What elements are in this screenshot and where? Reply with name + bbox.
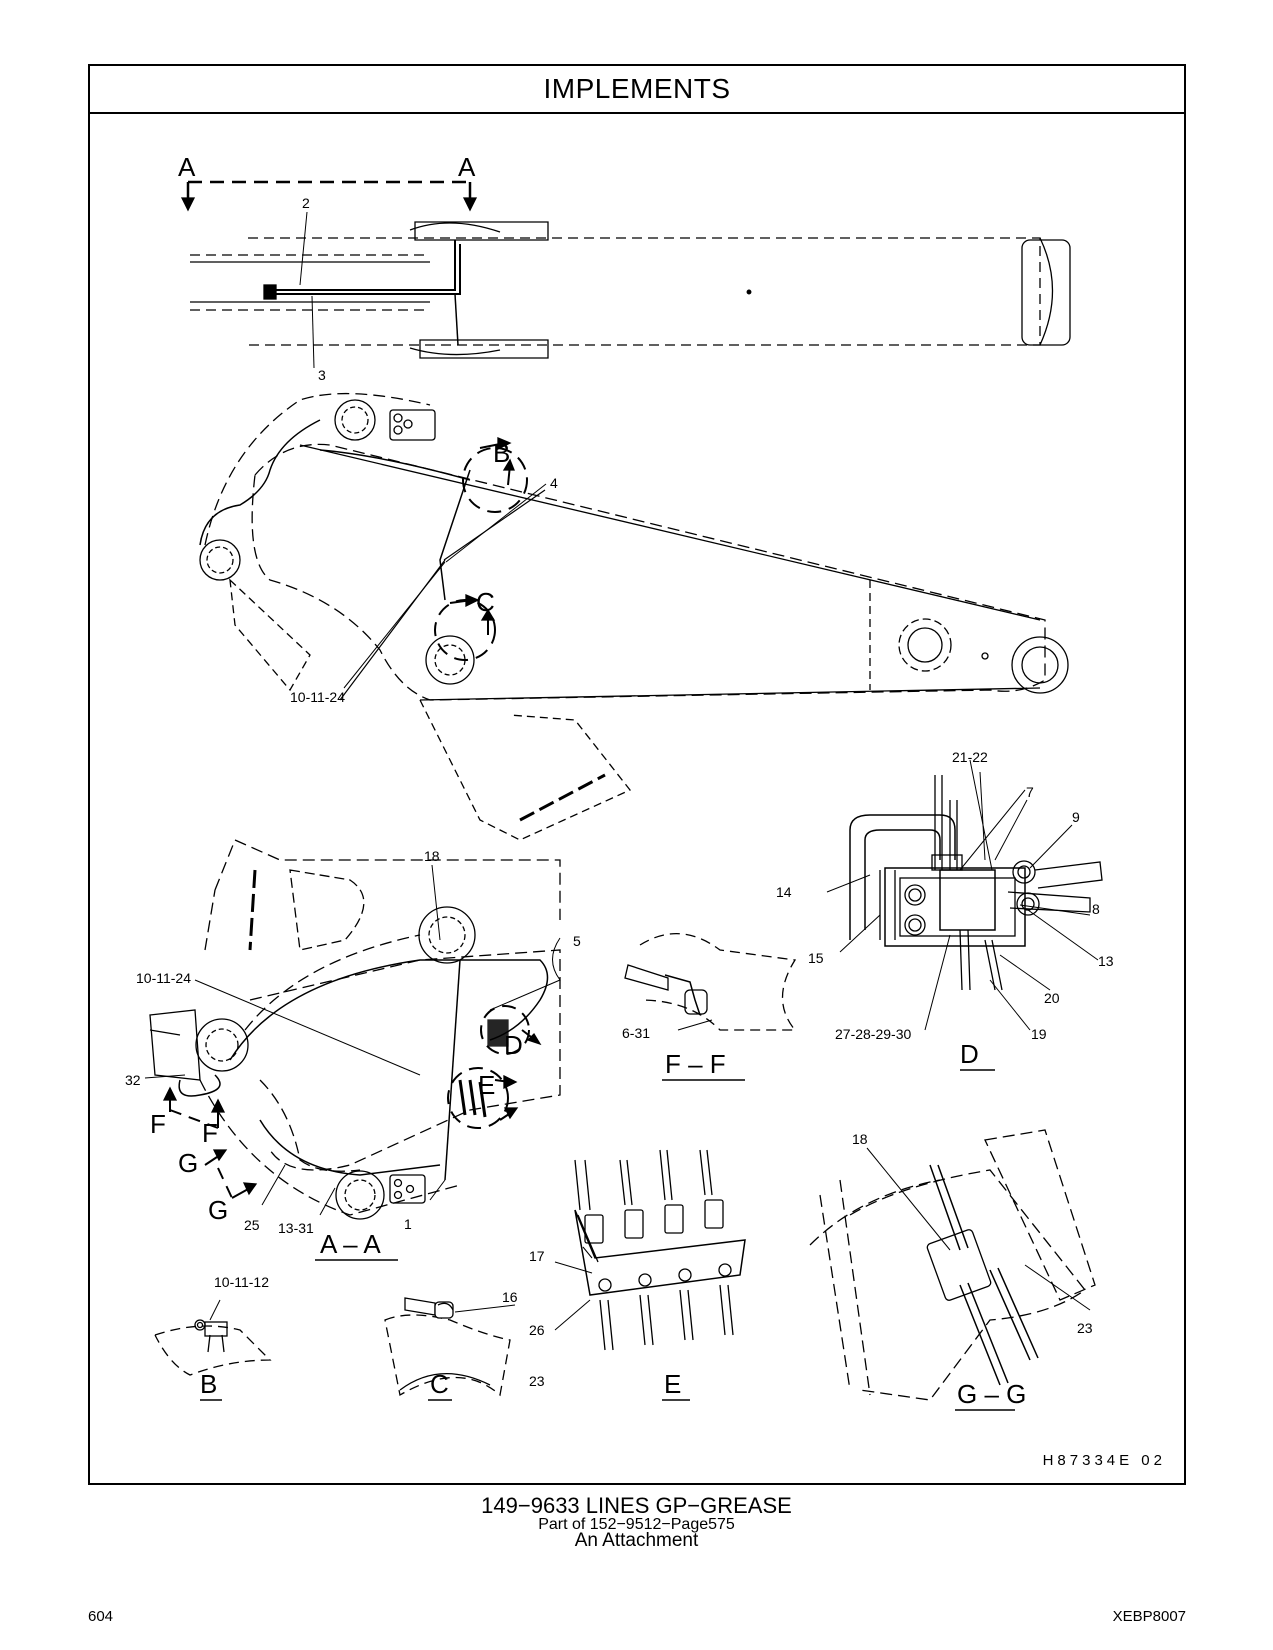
view-markers: A A B C D E F F G G A – A F – F D B C E …: [150, 152, 1026, 1409]
callout-32: 32: [125, 1072, 141, 1088]
detail-b-marker: B: [493, 438, 510, 468]
callout-16: 16: [502, 1289, 518, 1305]
page-frame: IMPLEMENTS H87334E 02: [88, 64, 1186, 1485]
section-a-left-letter: A: [178, 152, 196, 182]
part-of-reference: Part of 152−9512−Page575: [538, 1516, 735, 1533]
detail-gg-view: [809, 1129, 1096, 1411]
illustration-code: H87334E 02: [1042, 1452, 1166, 1469]
callout-18-gg: 18: [852, 1131, 868, 1147]
section-aa-title: A – A: [320, 1229, 381, 1259]
page-title: IMPLEMENTS: [90, 66, 1184, 114]
attachment-note: An Attachment: [574, 1530, 699, 1551]
callout-13-31: 13-31: [278, 1220, 314, 1236]
detail-e-title: E: [664, 1369, 681, 1399]
callout-21-22: 21-22: [952, 749, 988, 765]
callout-numbers: 2 3 4 10-11-24 18 5 10-11-24 32 25 13-31…: [125, 195, 1114, 1389]
callout-10-11-12: 10-11-12: [214, 1274, 269, 1290]
section-f-marker-left: F: [150, 1109, 166, 1139]
section-g-marker-upper: G: [178, 1148, 198, 1178]
callout-5: 5: [573, 933, 581, 949]
section-a-right-letter: A: [458, 152, 476, 182]
section-ff-title: F – F: [665, 1049, 726, 1079]
page-number: 604: [88, 1608, 114, 1625]
callout-7: 7: [1026, 784, 1034, 800]
callout-2: 2: [302, 195, 310, 211]
detail-ff-view: [624, 933, 797, 1081]
section-g-marker-lower: G: [208, 1195, 228, 1225]
callout-20: 20: [1044, 990, 1060, 1006]
detail-d-view: [849, 759, 1103, 1071]
callout-10-11-24-boom: 10-11-24: [290, 689, 345, 705]
detail-d-title: D: [960, 1039, 979, 1069]
callout-6-31: 6-31: [622, 1025, 650, 1041]
section-aa-view: [149, 839, 561, 1261]
callout-14: 14: [776, 884, 792, 900]
detail-b-view: [154, 1319, 272, 1401]
callout-3: 3: [318, 367, 326, 383]
callout-17: 17: [529, 1248, 545, 1264]
boom-side-view: [199, 392, 1069, 841]
boom-plan-view: [180, 180, 1071, 359]
detail-d-marker: D: [504, 1030, 523, 1060]
callout-15: 15: [808, 950, 824, 966]
callout-18-section: 18: [424, 848, 440, 864]
part-name: 149−9633 LINES GP−GREASE: [481, 1493, 792, 1518]
callout-25: 25: [244, 1217, 260, 1233]
callout-1: 1: [404, 1216, 412, 1232]
callout-27-28-29-30: 27-28-29-30: [835, 1026, 911, 1042]
detail-c-marker: C: [476, 587, 495, 617]
section-f-marker-right: F: [202, 1118, 218, 1148]
callout-26: 26: [529, 1322, 545, 1338]
callout-23-gg: 23: [1077, 1320, 1093, 1336]
leader-lines: [144, 211, 1099, 1331]
detail-b-title: B: [200, 1369, 217, 1399]
section-gg-title: G – G: [957, 1379, 1026, 1409]
detail-c-view: [384, 1297, 511, 1401]
callout-13: 13: [1098, 953, 1114, 969]
detail-e-view: [574, 1149, 746, 1401]
detail-e-marker: E: [478, 1070, 495, 1100]
callout-19: 19: [1031, 1026, 1047, 1042]
document-number: XEBP8007: [1112, 1608, 1186, 1625]
detail-c-title: C: [430, 1369, 449, 1399]
callout-4: 4: [550, 475, 558, 491]
callout-23-e: 23: [529, 1373, 545, 1389]
callout-8: 8: [1092, 901, 1100, 917]
callout-9: 9: [1072, 809, 1080, 825]
callout-10-11-24-section: 10-11-24: [136, 970, 191, 986]
